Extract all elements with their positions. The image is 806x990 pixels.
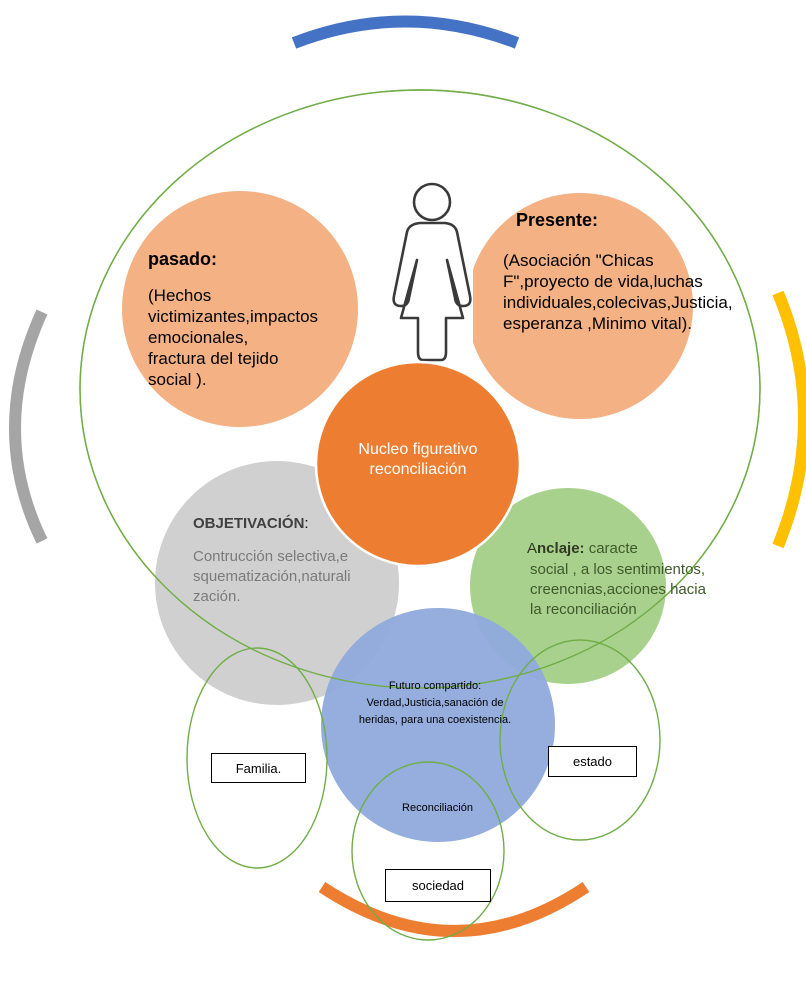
sociedad-ellipse [351, 761, 505, 941]
nucleo-circle [314, 360, 522, 568]
futuro-label: Futuro compartido: Verdad,Justicia,sanac… [358, 680, 512, 726]
objetivacion-colon: : [304, 515, 309, 532]
anclaje-body: social , a los sentimientos,creencnias,a… [530, 561, 706, 618]
sociedad-box: sociedad [385, 869, 491, 902]
outer-circle-overlay [79, 89, 761, 689]
woman-figure-icon [392, 174, 473, 366]
arc-left [9, 309, 48, 544]
pasado-title: pasado: [148, 249, 218, 269]
anclaje-body-lead: caracte [584, 540, 638, 557]
estado-box: estado [548, 746, 637, 777]
futuro-circle [321, 608, 555, 842]
objetivacion-title-text: OBJETIVACIÓN [193, 515, 305, 532]
familia-ellipse [186, 647, 328, 869]
presente-circle [467, 193, 693, 419]
anclaje-title-a: A [527, 540, 538, 557]
anclaje-title-b: nclaje: [537, 540, 585, 557]
anclaje-circle [470, 488, 666, 684]
arc-top [291, 15, 520, 49]
arc-bottom [318, 881, 590, 937]
pasado-body: (Hechos victimizantes,impactos emocional… [148, 286, 319, 389]
presente-title: Presente: [516, 210, 599, 230]
objetivacion-body: Contrucción selectiva,esquematización,na… [193, 548, 351, 605]
anclaje-title: Anclaje: caracte [527, 540, 707, 557]
familia-box: Familia. [211, 753, 306, 783]
estado-ellipse [499, 639, 661, 841]
arc-right [772, 290, 806, 549]
nucleo-label: Nucleo figurativo reconciliación [358, 441, 478, 478]
objetivacion-title: OBJETIVACIÓN: [193, 515, 309, 532]
reconciliacion-label: Reconciliación [402, 802, 473, 814]
pasado-circle [122, 191, 358, 427]
presente-body: (Asociación "Chicas F",proyecto de vida,… [503, 251, 733, 333]
